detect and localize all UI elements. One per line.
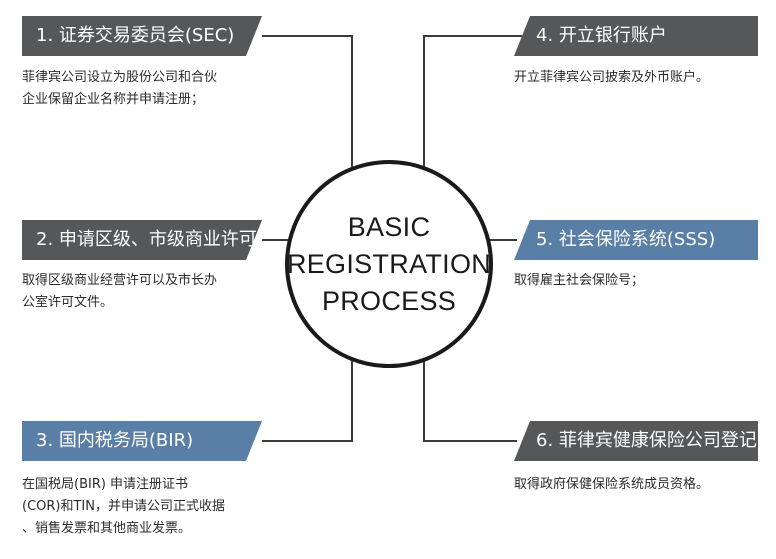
step-4-description: 开立菲律宾公司披索及外币账户。 xyxy=(514,70,710,85)
step-1-title: 1. 证券交易委员会(SEC) xyxy=(36,25,235,46)
step-5-title: 5. 社会保险系统(SSS) xyxy=(536,229,716,250)
step-4-title: 4. 开立银行账户 xyxy=(536,25,667,46)
step-3-banner: 3. 国内税务局(BIR) xyxy=(22,421,262,461)
step-2-banner: 2. 申请区级、市级商业许可 xyxy=(22,220,262,260)
step-2-title: 2. 申请区级、市级商业许可 xyxy=(36,229,257,250)
center-title-line-3: PROCESS xyxy=(321,285,457,316)
step-2-description: 取得区级商业经营许可以及市长办 公室许可文件。 xyxy=(22,273,218,310)
center-circle: BASIC REGISTRATION PROCESS xyxy=(285,160,493,368)
step-6-description: 取得政府保健保险系统成员资格。 xyxy=(514,477,710,492)
step-3-description: 在国税局(BIR) 申请注册证书 (COR)和TIN，并申请公司正式收据 、销售… xyxy=(22,477,225,536)
step-5-banner: 5. 社会保险系统(SSS) xyxy=(514,220,758,260)
step-6-title: 6. 菲律宾健康保险公司登记 xyxy=(536,430,757,451)
connector-step-3 xyxy=(262,340,353,442)
step-5-description: 取得雇主社会保险号； xyxy=(514,273,645,288)
center-title: BASIC REGISTRATION PROCESS xyxy=(287,209,491,320)
step-4-banner: 4. 开立银行账户 xyxy=(514,16,758,56)
center-title-line-1: BASIC xyxy=(347,211,431,242)
step-6-banner: 6. 菲律宾健康保险公司登记 xyxy=(514,421,758,461)
step-1-description: 菲律宾公司设立为股份公司和合伙 企业保留企业名称并申请注册； xyxy=(22,70,218,107)
step-1-banner: 1. 证券交易委员会(SEC) xyxy=(22,16,262,56)
center-title-line-2: REGISTRATION xyxy=(286,248,492,279)
connector-step-4 xyxy=(423,35,522,190)
step-3-title: 3. 国内税务局(BIR) xyxy=(36,430,194,451)
connector-step-6 xyxy=(423,340,517,442)
connector-step-1 xyxy=(262,35,353,190)
